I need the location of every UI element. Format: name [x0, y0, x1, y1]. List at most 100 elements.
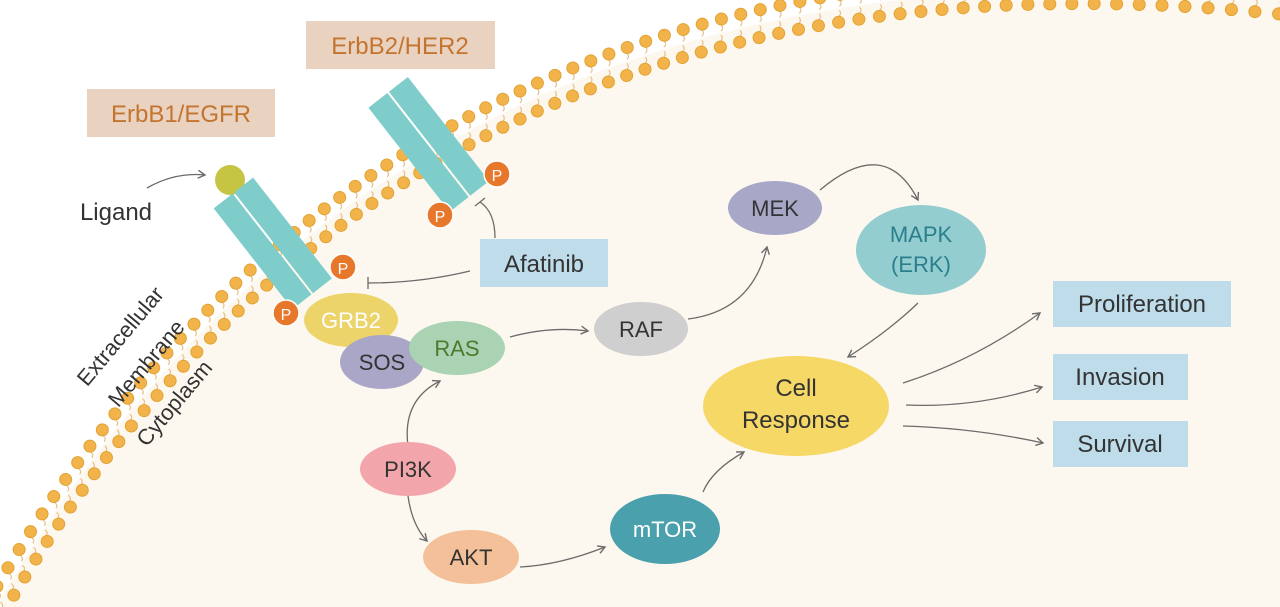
- lipid-head: [657, 56, 671, 70]
- lipid-tail: [140, 388, 144, 396]
- lipid-head: [713, 40, 727, 54]
- lipid-head: [75, 483, 89, 497]
- lipid-head: [852, 12, 866, 26]
- lipid-head: [59, 472, 73, 486]
- lipid-head: [397, 176, 411, 190]
- lipid-head: [12, 543, 26, 557]
- egfr-receptor: [213, 177, 332, 310]
- lipid-head: [319, 230, 333, 244]
- lipid-head: [108, 407, 122, 421]
- lipid-head: [1043, 0, 1057, 11]
- lipid-head: [18, 570, 32, 584]
- mapk-node: MAPK (ERK): [856, 205, 986, 295]
- lipid-tail: [102, 435, 106, 443]
- lipid-tail: [250, 275, 253, 283]
- lipid-head: [52, 517, 66, 531]
- lipid-head: [63, 500, 77, 514]
- lipid-head: [1178, 0, 1192, 13]
- lipid-tail: [1231, 0, 1235, 5]
- lipid-tail: [572, 73, 575, 81]
- lipid-head: [0, 580, 4, 593]
- lipid-head: [333, 190, 347, 204]
- svg-text:MAPK: MAPK: [890, 222, 953, 247]
- pi3k-akt-arrow: [407, 495, 428, 543]
- lipid-head: [201, 303, 215, 317]
- lipid-tail: [180, 343, 184, 351]
- lipid-tail: [818, 13, 822, 21]
- lipid-head: [1272, 7, 1280, 21]
- lipid-head: [914, 5, 928, 19]
- lipid-tail: [818, 3, 822, 11]
- lipid-head: [150, 389, 164, 403]
- lipid-head: [548, 96, 562, 110]
- lipid-head: [160, 346, 174, 360]
- lipid-head: [47, 490, 61, 504]
- mtor-node: mTOR: [610, 494, 720, 564]
- lipid-tail: [485, 123, 488, 131]
- lipid-head: [530, 76, 544, 90]
- lipid-tail: [78, 468, 82, 475]
- lipid-head: [381, 186, 395, 200]
- lipid-head: [872, 9, 886, 23]
- lipid-tail: [900, 1, 903, 9]
- lipid-tail: [644, 46, 648, 54]
- lipid-head: [173, 331, 187, 345]
- lipid-head: [134, 376, 148, 390]
- lipid-tail: [608, 59, 611, 67]
- lipid-tail: [19, 554, 24, 562]
- ras-node: RAS: [409, 321, 505, 375]
- afatinib-inhibit-her2: [479, 201, 496, 239]
- lipid-tail: [739, 19, 743, 27]
- lipid-head: [217, 317, 231, 331]
- lipid-head: [479, 129, 493, 143]
- lipid-head: [1155, 0, 1169, 12]
- lipid-tail: [963, 0, 966, 3]
- lipid-head: [380, 158, 394, 172]
- lipid-tail: [468, 132, 472, 140]
- lipid-head: [87, 467, 101, 481]
- lipid-tail: [115, 419, 119, 427]
- lipid-tail: [778, 20, 782, 28]
- lipid-head: [496, 120, 510, 134]
- lipid-head: [229, 276, 243, 290]
- lipid-tail: [167, 358, 171, 366]
- lipid-head: [583, 82, 597, 96]
- cell-response-node: Cell Response: [703, 356, 889, 456]
- lipid-head: [714, 12, 728, 26]
- lipid-tail: [386, 170, 390, 178]
- lipid-head: [445, 119, 459, 133]
- svg-text:ErbB2/HER2: ErbB2/HER2: [331, 33, 468, 60]
- lipid-head: [601, 75, 615, 89]
- lipid-tail: [8, 573, 13, 580]
- mek-mapk-arrow: [819, 164, 920, 202]
- lipid-head: [620, 68, 634, 82]
- svg-text:Survival: Survival: [1077, 431, 1162, 458]
- lipid-head: [1021, 0, 1035, 11]
- lipid-head: [530, 104, 544, 118]
- lipid-tail: [682, 45, 685, 52]
- ras-pi3k-arrow: [403, 379, 442, 454]
- afatinib-drug-box: Afatinib: [480, 239, 608, 287]
- lipid-tail: [90, 451, 94, 459]
- lipid-head: [24, 525, 38, 539]
- lipid-tail: [468, 122, 471, 130]
- lipid-tail: [739, 29, 743, 37]
- lipid-head: [462, 110, 476, 124]
- lipid-head: [29, 552, 43, 566]
- survival-box: Survival: [1053, 421, 1188, 467]
- svg-text:Response: Response: [742, 407, 850, 434]
- lipid-tail: [519, 96, 523, 104]
- ligand-arrow: [146, 169, 207, 189]
- svg-text:AKT: AKT: [450, 545, 493, 570]
- lipid-head: [462, 138, 476, 152]
- her2-label: ErbB2/HER2: [306, 21, 495, 69]
- lipid-head: [190, 345, 204, 359]
- lipid-head: [734, 7, 748, 21]
- svg-text:RAF: RAF: [619, 317, 663, 342]
- lipid-head: [675, 51, 689, 65]
- lipid-head: [83, 439, 97, 453]
- phospho-egfr-2: P: [272, 299, 300, 327]
- lipid-tail: [572, 83, 575, 91]
- lipid-tail: [701, 39, 704, 47]
- lipid-head: [35, 507, 49, 521]
